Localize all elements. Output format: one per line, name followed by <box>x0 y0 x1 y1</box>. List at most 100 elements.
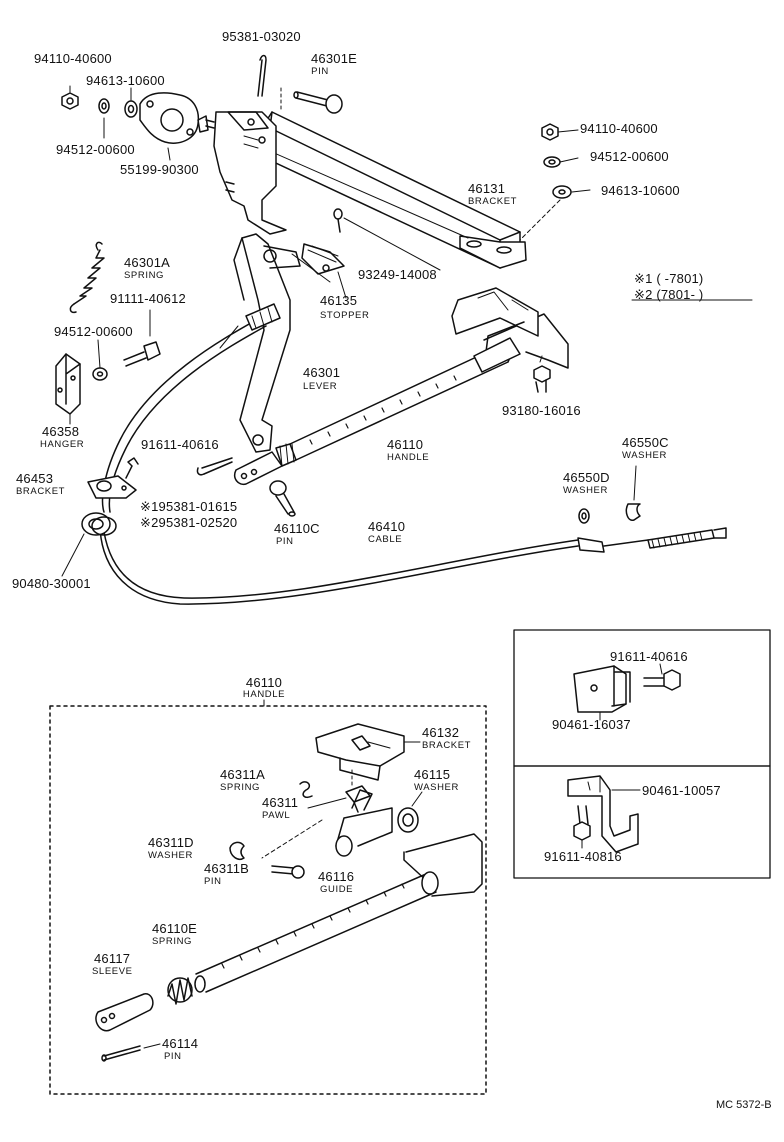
nut-94110 <box>61 92 79 110</box>
washer-46115 <box>397 807 419 833</box>
part-number-label: 46550C <box>622 435 669 450</box>
part-number-label: 46116 <box>318 869 355 884</box>
part-number-label: 46132 <box>422 725 460 740</box>
legend-line-2: ※2 (7801- ) <box>634 287 704 302</box>
bolt-91111 <box>123 341 161 367</box>
part-number-label: 46301 <box>303 365 341 380</box>
part-name-label: HANDLE <box>387 452 430 463</box>
part-number-label: 94613-10600 <box>86 73 165 88</box>
part-name-label: BRACKET <box>422 740 472 751</box>
part-name-label: PIN <box>164 1051 182 1062</box>
part-name-label: SPRING <box>124 270 165 281</box>
handle-detail-box <box>49 705 487 1095</box>
screw-93249 <box>333 208 343 233</box>
part-number: 295381-02520 <box>151 515 238 530</box>
part-number-label: 94110-40600 <box>580 121 658 136</box>
part-number-label: 94512-00600 <box>590 149 669 164</box>
bracket-46131 <box>239 111 527 269</box>
part-number-label: 46358 <box>42 424 80 439</box>
part-number-label: 46110E <box>152 921 198 936</box>
washer-94613-right <box>552 185 572 199</box>
stopper-46135 <box>301 243 345 275</box>
flange-gasket-55199 <box>139 92 200 161</box>
part-number-label: 46114 <box>162 1036 199 1051</box>
part-name-label: GUIDE <box>320 884 354 895</box>
part-number: 195381-01615 <box>151 499 238 514</box>
part-number-label: 46311 <box>262 795 299 810</box>
legend-line-1: ※1 ( -7801) <box>634 271 704 286</box>
part-name-label: BRACKET <box>468 196 518 207</box>
handle-46110 <box>234 287 569 486</box>
bracket-90461-10057 <box>567 775 639 853</box>
part-name-label: HANDLE <box>242 689 286 700</box>
washer-94512-right <box>543 156 561 168</box>
sleeve-46117 <box>95 993 154 1032</box>
bolt-93180 <box>533 365 551 393</box>
part-number-label: 46115 <box>414 767 451 782</box>
pawl-46311 <box>345 785 371 813</box>
part-number-label: 91111-40612 <box>110 291 186 306</box>
part-name-label: PIN <box>204 876 222 887</box>
part-number-label: 46410 <box>368 519 406 534</box>
part-number-label: 94613-10600 <box>601 183 680 198</box>
drawing-code: MC 5372-B <box>716 1099 772 1111</box>
part-number-label: 46131 <box>468 181 506 196</box>
washer-46550D <box>578 508 590 524</box>
guide-46116 <box>335 789 393 857</box>
lever-mount-bracket <box>197 111 287 235</box>
part-number-label: 91611-40616 <box>610 649 688 664</box>
washer-46550C <box>625 503 641 521</box>
part-number-label: 46301E <box>310 51 358 66</box>
part-name-label: BRACKET <box>16 486 66 497</box>
part-name-label: SPRING <box>220 782 261 793</box>
spring-46301A <box>69 241 105 314</box>
part-name-label: STOPPER <box>320 310 370 321</box>
cotter-pin-91611 <box>196 457 233 476</box>
part-name-label: SLEEVE <box>92 966 133 977</box>
conditional-part-label: ※295381-02520 <box>140 516 237 529</box>
lever-46301 <box>233 233 301 453</box>
part-number-label: 93180-16016 <box>502 403 581 418</box>
washer-94512-hanger <box>92 367 108 381</box>
washer-94613-left <box>124 100 138 118</box>
part-name-label: PIN <box>311 66 329 77</box>
spring-46311A <box>299 781 313 799</box>
part-name-label: WASHER <box>622 450 667 461</box>
bracket-46132 <box>315 723 405 781</box>
part-name-label: WASHER <box>563 485 608 496</box>
conditional-part-label: ※195381-01615 <box>140 500 237 513</box>
note-mark: ※ <box>140 499 152 514</box>
part-number-label: 91611-40816 <box>544 849 622 864</box>
part-number-label: 90461-10057 <box>642 783 721 798</box>
hanger-46358 <box>55 353 81 415</box>
part-number-label: 46311A <box>220 767 266 782</box>
handle-rod-46110 <box>194 833 483 993</box>
part-number-label: 46453 <box>16 471 54 486</box>
part-number-label: 90480-30001 <box>12 576 91 591</box>
spring-46110E <box>167 977 193 1005</box>
part-number-label: 46110 <box>387 437 424 452</box>
part-name-label: SPRING <box>152 936 193 947</box>
part-number-label: 46550D <box>563 470 610 485</box>
part-name-label: LEVER <box>303 381 338 392</box>
cotter-pin-95381 <box>257 54 267 97</box>
part-number-label: 46117 <box>94 951 131 966</box>
pin-46114 <box>101 1045 141 1062</box>
bracket-90461-16037 <box>573 665 631 713</box>
part-number-label: 46311B <box>204 861 250 876</box>
part-number-label: 94110-40600 <box>34 51 112 66</box>
part-number-label: 94512-00600 <box>54 324 133 339</box>
inset-box-2 <box>513 765 771 879</box>
washer-94512-left <box>98 98 110 114</box>
part-number-label: 93249-14008 <box>358 267 437 282</box>
part-number-label: 55199-90300 <box>120 162 199 177</box>
part-number-label: 46135 <box>320 293 358 308</box>
part-number-label: 46110 <box>245 675 283 690</box>
part-number-label: 95381-03020 <box>222 29 301 44</box>
cable-bracket-46453 <box>87 457 139 499</box>
part-number-label: 46110C <box>274 521 320 536</box>
pin-46110C <box>269 480 296 517</box>
nut-94110-right <box>541 123 559 141</box>
part-name-label: PAWL <box>262 810 291 821</box>
